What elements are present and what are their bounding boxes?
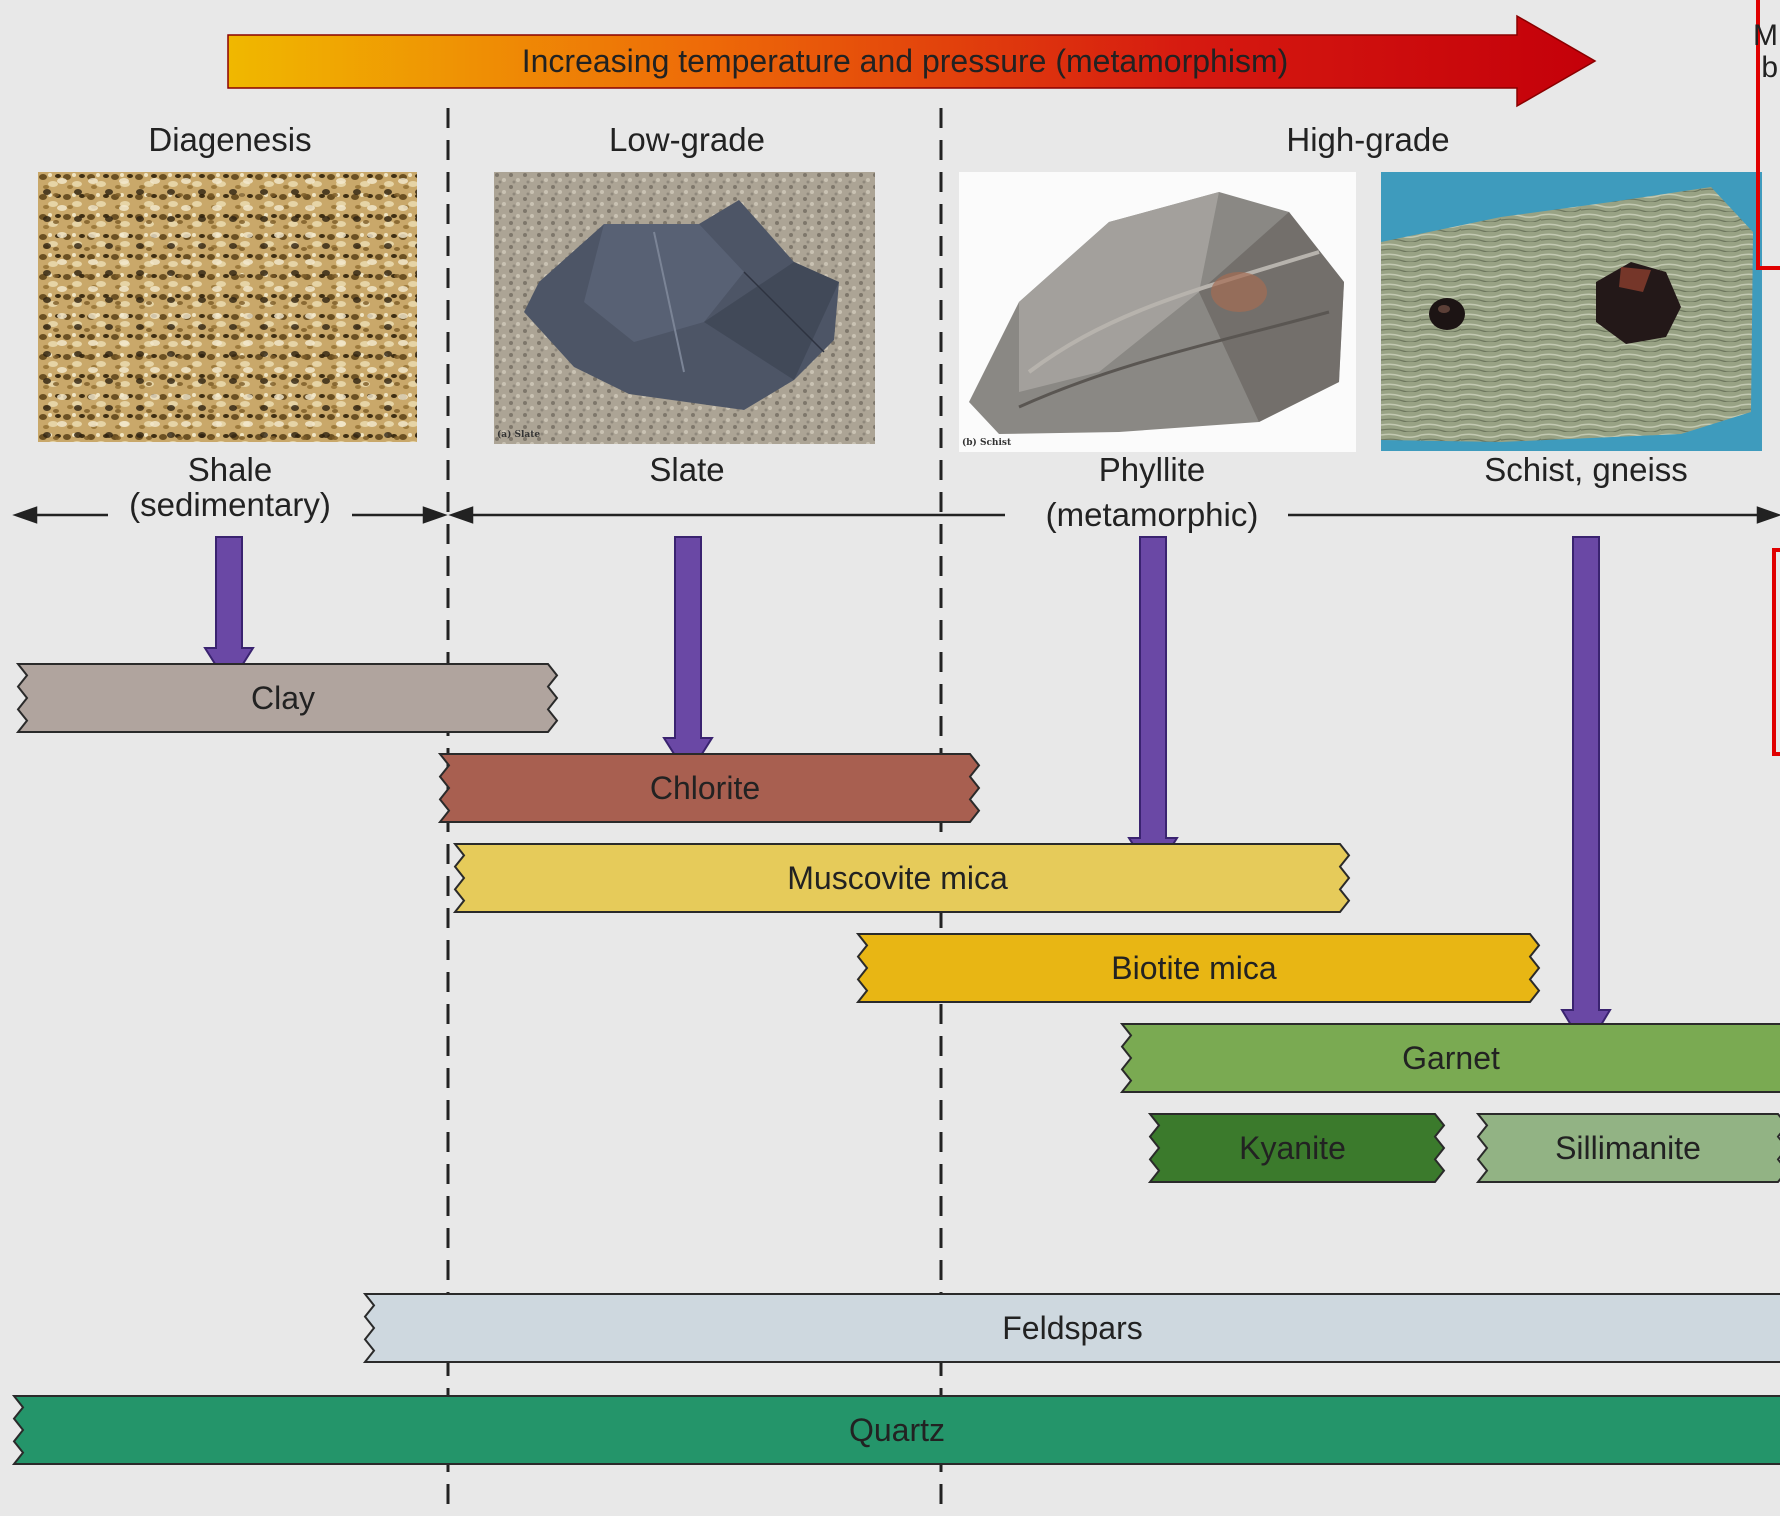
mineral-band-shape [15, 663, 559, 733]
purple-arrows [203, 536, 1612, 1052]
mineral-band-sillimanite: Sillimanite [1475, 1113, 1780, 1183]
mineral-band-label: Muscovite mica [787, 860, 1008, 896]
mineral-band-label: Clay [251, 680, 315, 716]
schist-image [1381, 172, 1762, 451]
banner-text: Increasing temperature and pressure (met… [522, 43, 1289, 79]
mineral-band-label: Feldspars [1002, 1310, 1143, 1346]
phyllite-image [959, 172, 1356, 452]
slate-photo-caption: (a) Slate [497, 430, 541, 440]
callout-box-middle [1772, 548, 1780, 756]
rock-label-shale: Shale [187, 451, 273, 488]
rock-label-schist-gneiss: Schist, gneiss [1484, 451, 1688, 488]
rock-range-arrows [12, 506, 1780, 524]
callout-fragment-line2: b [1761, 51, 1778, 84]
mineral-band-garnet: Garnet [1119, 1023, 1780, 1093]
shale-photo [38, 172, 417, 442]
mineral-band-label: Sillimanite [1555, 1130, 1701, 1166]
callout-fragment-line1: M [1753, 19, 1778, 52]
mineral-band-shape [1119, 1023, 1780, 1093]
rock-label-sedimentary: (sedimentary) [129, 486, 331, 523]
mineral-band-biotite-mica: Biotite mica [855, 933, 1541, 1003]
schist-photo-caption: (b) Schist [962, 438, 1012, 448]
arrow-phyllite-to-muscovite [1127, 536, 1179, 878]
mineral-band-shape [452, 843, 1351, 913]
callout-box-top [1756, 0, 1780, 270]
mineral-band-shape [855, 933, 1541, 1003]
banner-arrow [227, 14, 1597, 108]
phyllite-photo: (b) Schist [959, 172, 1356, 452]
stage-label-high-grade: High-grade [1286, 121, 1450, 158]
rock-label-phyllite: Phyllite [1098, 451, 1206, 488]
stage-label-low-grade: Low-grade [609, 121, 765, 158]
mineral-band-chlorite: Chlorite [437, 753, 981, 823]
rock-label-slate: Slate [649, 451, 725, 488]
mineral-band-muscovite-mica: Muscovite mica [452, 843, 1351, 913]
mineral-band-clay: Clay [15, 663, 559, 733]
mineral-band-label: Garnet [1402, 1040, 1500, 1076]
mineral-band-shape [437, 753, 981, 823]
mineral-band-label: Kyanite [1239, 1130, 1346, 1166]
shale-image [38, 172, 417, 442]
schist-photo [1381, 172, 1762, 451]
mineral-band-label: Quartz [849, 1412, 945, 1448]
mineral-band-kyanite: Kyanite [1147, 1113, 1446, 1183]
mineral-band-feldspars: Feldspars [362, 1293, 1780, 1363]
arrow-slate-to-chlorite [662, 536, 714, 778]
mineral-band-shape [1147, 1113, 1446, 1183]
slate-image [494, 172, 875, 444]
mineral-band-label: Biotite mica [1111, 950, 1277, 986]
mineral-band-quartz: Quartz [11, 1395, 1780, 1465]
mineral-band-shape [11, 1395, 1780, 1465]
slate-photo: (a) Slate [494, 172, 875, 444]
stage-label-diagenesis: Diagenesis [148, 121, 312, 158]
rock-label-metamorphic: (metamorphic) [1045, 496, 1259, 533]
arrow-schist-to-garnet [1560, 536, 1612, 1052]
mineral-band-label: Chlorite [650, 770, 760, 806]
mineral-band-shape [362, 1293, 1780, 1363]
mineral-band-shape [1475, 1113, 1780, 1183]
